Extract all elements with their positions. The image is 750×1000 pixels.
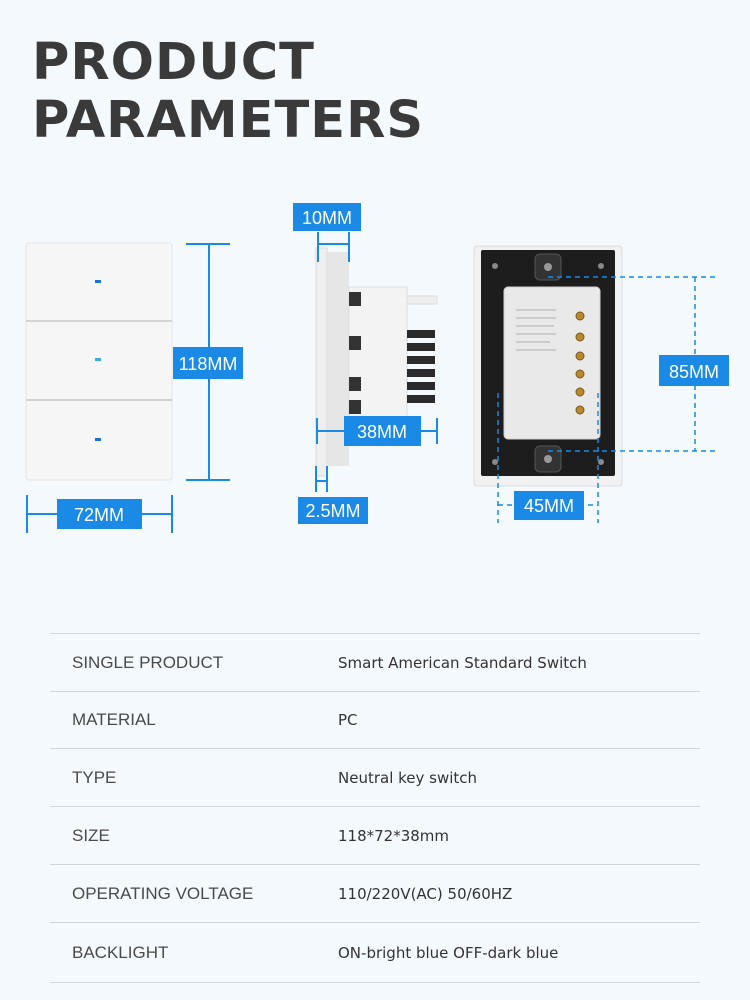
spec-label: MATERIAL: [50, 691, 338, 749]
table-row: OPERATING VOLTAGE 110/220V(AC) 50/60HZ: [50, 864, 700, 923]
table-row: TYPE Neutral key switch: [50, 748, 700, 807]
spec-value: Neutral key switch: [338, 748, 700, 807]
title-line-1: PRODUCT: [32, 33, 315, 92]
spec-label: SINGLE PRODUCT: [50, 633, 338, 692]
dim-label-side-plate: 2.5MM: [305, 501, 360, 521]
spec-value: Smart American Standard Switch: [338, 633, 700, 692]
side-view: [315, 247, 438, 477]
dim-side-top: [317, 232, 350, 262]
spec-value: ON-bright blue OFF-dark blue: [338, 922, 700, 983]
dim-label-back-height: 85MM: [669, 362, 719, 382]
page-title: PRODUCT PARAMETERS: [32, 34, 424, 150]
dim-back-height: [548, 276, 716, 452]
backlight-indicator: [95, 280, 101, 283]
spec-label: TYPE: [50, 748, 338, 807]
back-view: [473, 245, 623, 487]
table-row: BACKLIGHT ON-bright blue OFF-dark blue: [50, 922, 700, 983]
table-row: MATERIAL PC: [50, 691, 700, 749]
dim-label-front-width: 72MM: [74, 505, 124, 525]
backlight-indicator: [95, 358, 101, 361]
spec-value: PC: [338, 691, 700, 749]
dim-side-plate: [315, 466, 328, 492]
backlight-indicator: [95, 438, 101, 441]
dimension-diagram: 118MM 72MM 10MM 3: [25, 203, 729, 533]
spec-value: 110/220V(AC) 50/60HZ: [338, 864, 700, 923]
table-row: SIZE 118*72*38mm: [50, 806, 700, 865]
front-view: [25, 242, 173, 481]
dim-label-back-width: 45MM: [524, 496, 574, 516]
title-line-2: PARAMETERS: [32, 91, 425, 150]
spec-label: BACKLIGHT: [50, 922, 338, 983]
table-row: SINGLE PRODUCT Smart American Standard S…: [50, 633, 700, 692]
dim-label-side-top: 10MM: [302, 208, 352, 228]
spec-label: SIZE: [50, 806, 338, 865]
dim-label-front-height: 118MM: [179, 354, 238, 374]
dim-label-side-depth: 38MM: [357, 422, 407, 442]
spec-table: SINGLE PRODUCT Smart American Standard S…: [50, 633, 700, 983]
spec-label: OPERATING VOLTAGE: [50, 864, 338, 923]
spec-value: 118*72*38mm: [338, 806, 700, 865]
